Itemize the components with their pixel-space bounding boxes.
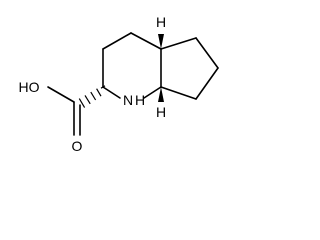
- hash-line-4: [84, 95, 91, 105]
- cyclopentane-ring: [160, 37, 219, 100]
- bond-c-oh: [47, 86, 75, 103]
- bond-c7-c7a: [160, 86, 197, 100]
- hash-line-1: [100, 85, 106, 89]
- ring-nitrogen-hydrogen-label: H: [135, 92, 145, 108]
- carbonyl-oxygen-label: O: [72, 138, 83, 154]
- bond-c3-c4: [102, 32, 132, 50]
- bond-c6-c7: [195, 67, 219, 100]
- hydroxyl-label: HO: [19, 79, 40, 95]
- hash-line-5: [78, 98, 86, 108]
- chemical-structure-diagram: HO O N H H H: [19, 14, 219, 154]
- hashed-stereo-bond-c2-carboxyl: [78, 85, 106, 108]
- bond-c7a-n1: [143, 86, 162, 99]
- carboxylic-acid-group: [47, 85, 106, 136]
- wedge-bond-c4a-h: [158, 34, 164, 49]
- ring-nitrogen-label: N: [123, 92, 133, 108]
- wedge-bond-c7a-h: [158, 87, 164, 102]
- top-stereo-hydrogen-label: H: [156, 14, 166, 30]
- bond-n1-c2: [102, 86, 121, 99]
- bond-c4-c4a: [130, 32, 162, 50]
- hash-line-3: [90, 91, 97, 101]
- bottom-stereo-hydrogen-label: H: [156, 104, 166, 120]
- hash-line-2: [96, 88, 102, 97]
- bond-c5-c6: [195, 37, 219, 69]
- piperidine-ring: [102, 32, 162, 99]
- bond-c4a-c5: [160, 37, 197, 50]
